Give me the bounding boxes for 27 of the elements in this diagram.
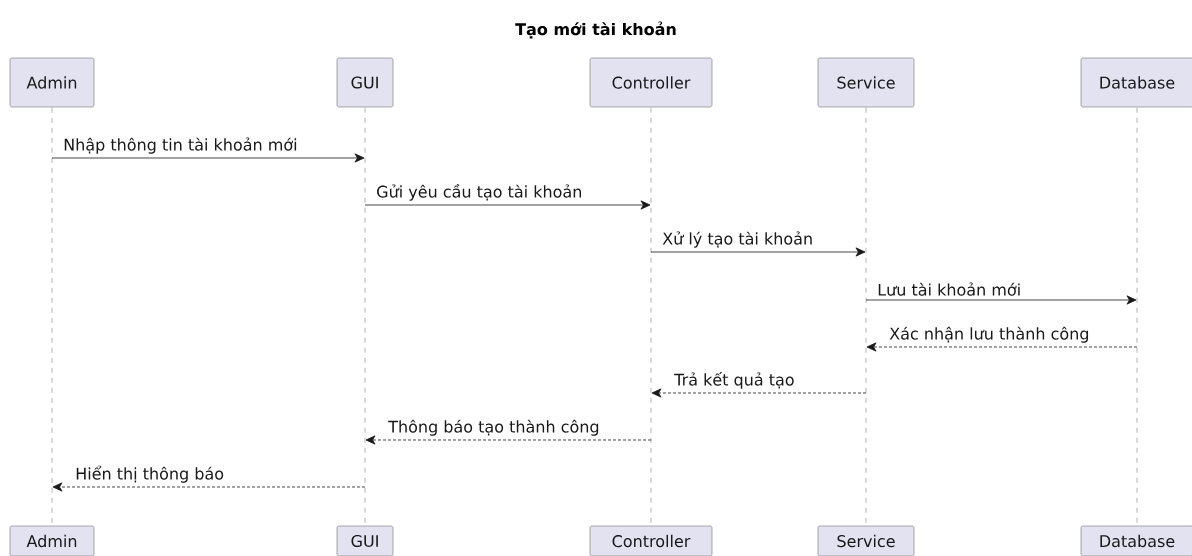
participant-box: Controller (589, 525, 713, 556)
message-arrow (865, 295, 1137, 305)
message-arrow (365, 435, 652, 445)
participant-box: Admin (9, 525, 95, 556)
message-arrow (52, 482, 366, 492)
edge-label: Lưu tài khoản mới (876, 281, 1023, 297)
participant-box: Admin (9, 57, 95, 108)
participant-box: GUI (336, 525, 394, 556)
message-arrow (51, 153, 365, 163)
edge-label: Xử lý tạo tài khoản (661, 230, 815, 249)
edge-label: Gửi yêu cầu tạo tài khoản (375, 182, 584, 202)
message-arrow (866, 342, 1138, 352)
edge-label: Xác nhận lưu thành công (888, 325, 1091, 344)
edge-label: Nhập thông tin tài khoản mới (62, 136, 299, 155)
participant-box: Service (817, 57, 915, 108)
participant-box: Database (1080, 57, 1192, 108)
message-arrow (364, 200, 651, 210)
edge-label: Trả kết quả tạo (673, 370, 796, 390)
participant-box: Service (817, 525, 915, 556)
edge-label: Thông báo tạo thành công (387, 418, 601, 437)
edge-label: Hiển thị thông báo (74, 464, 226, 484)
participant-box: GUI (336, 57, 394, 108)
title: Tạo mới tài khoản (515, 21, 676, 39)
message-arrow (651, 388, 867, 398)
message-arrow (650, 247, 866, 257)
participant-box: Controller (589, 57, 713, 108)
participant-box: Database (1080, 525, 1192, 556)
